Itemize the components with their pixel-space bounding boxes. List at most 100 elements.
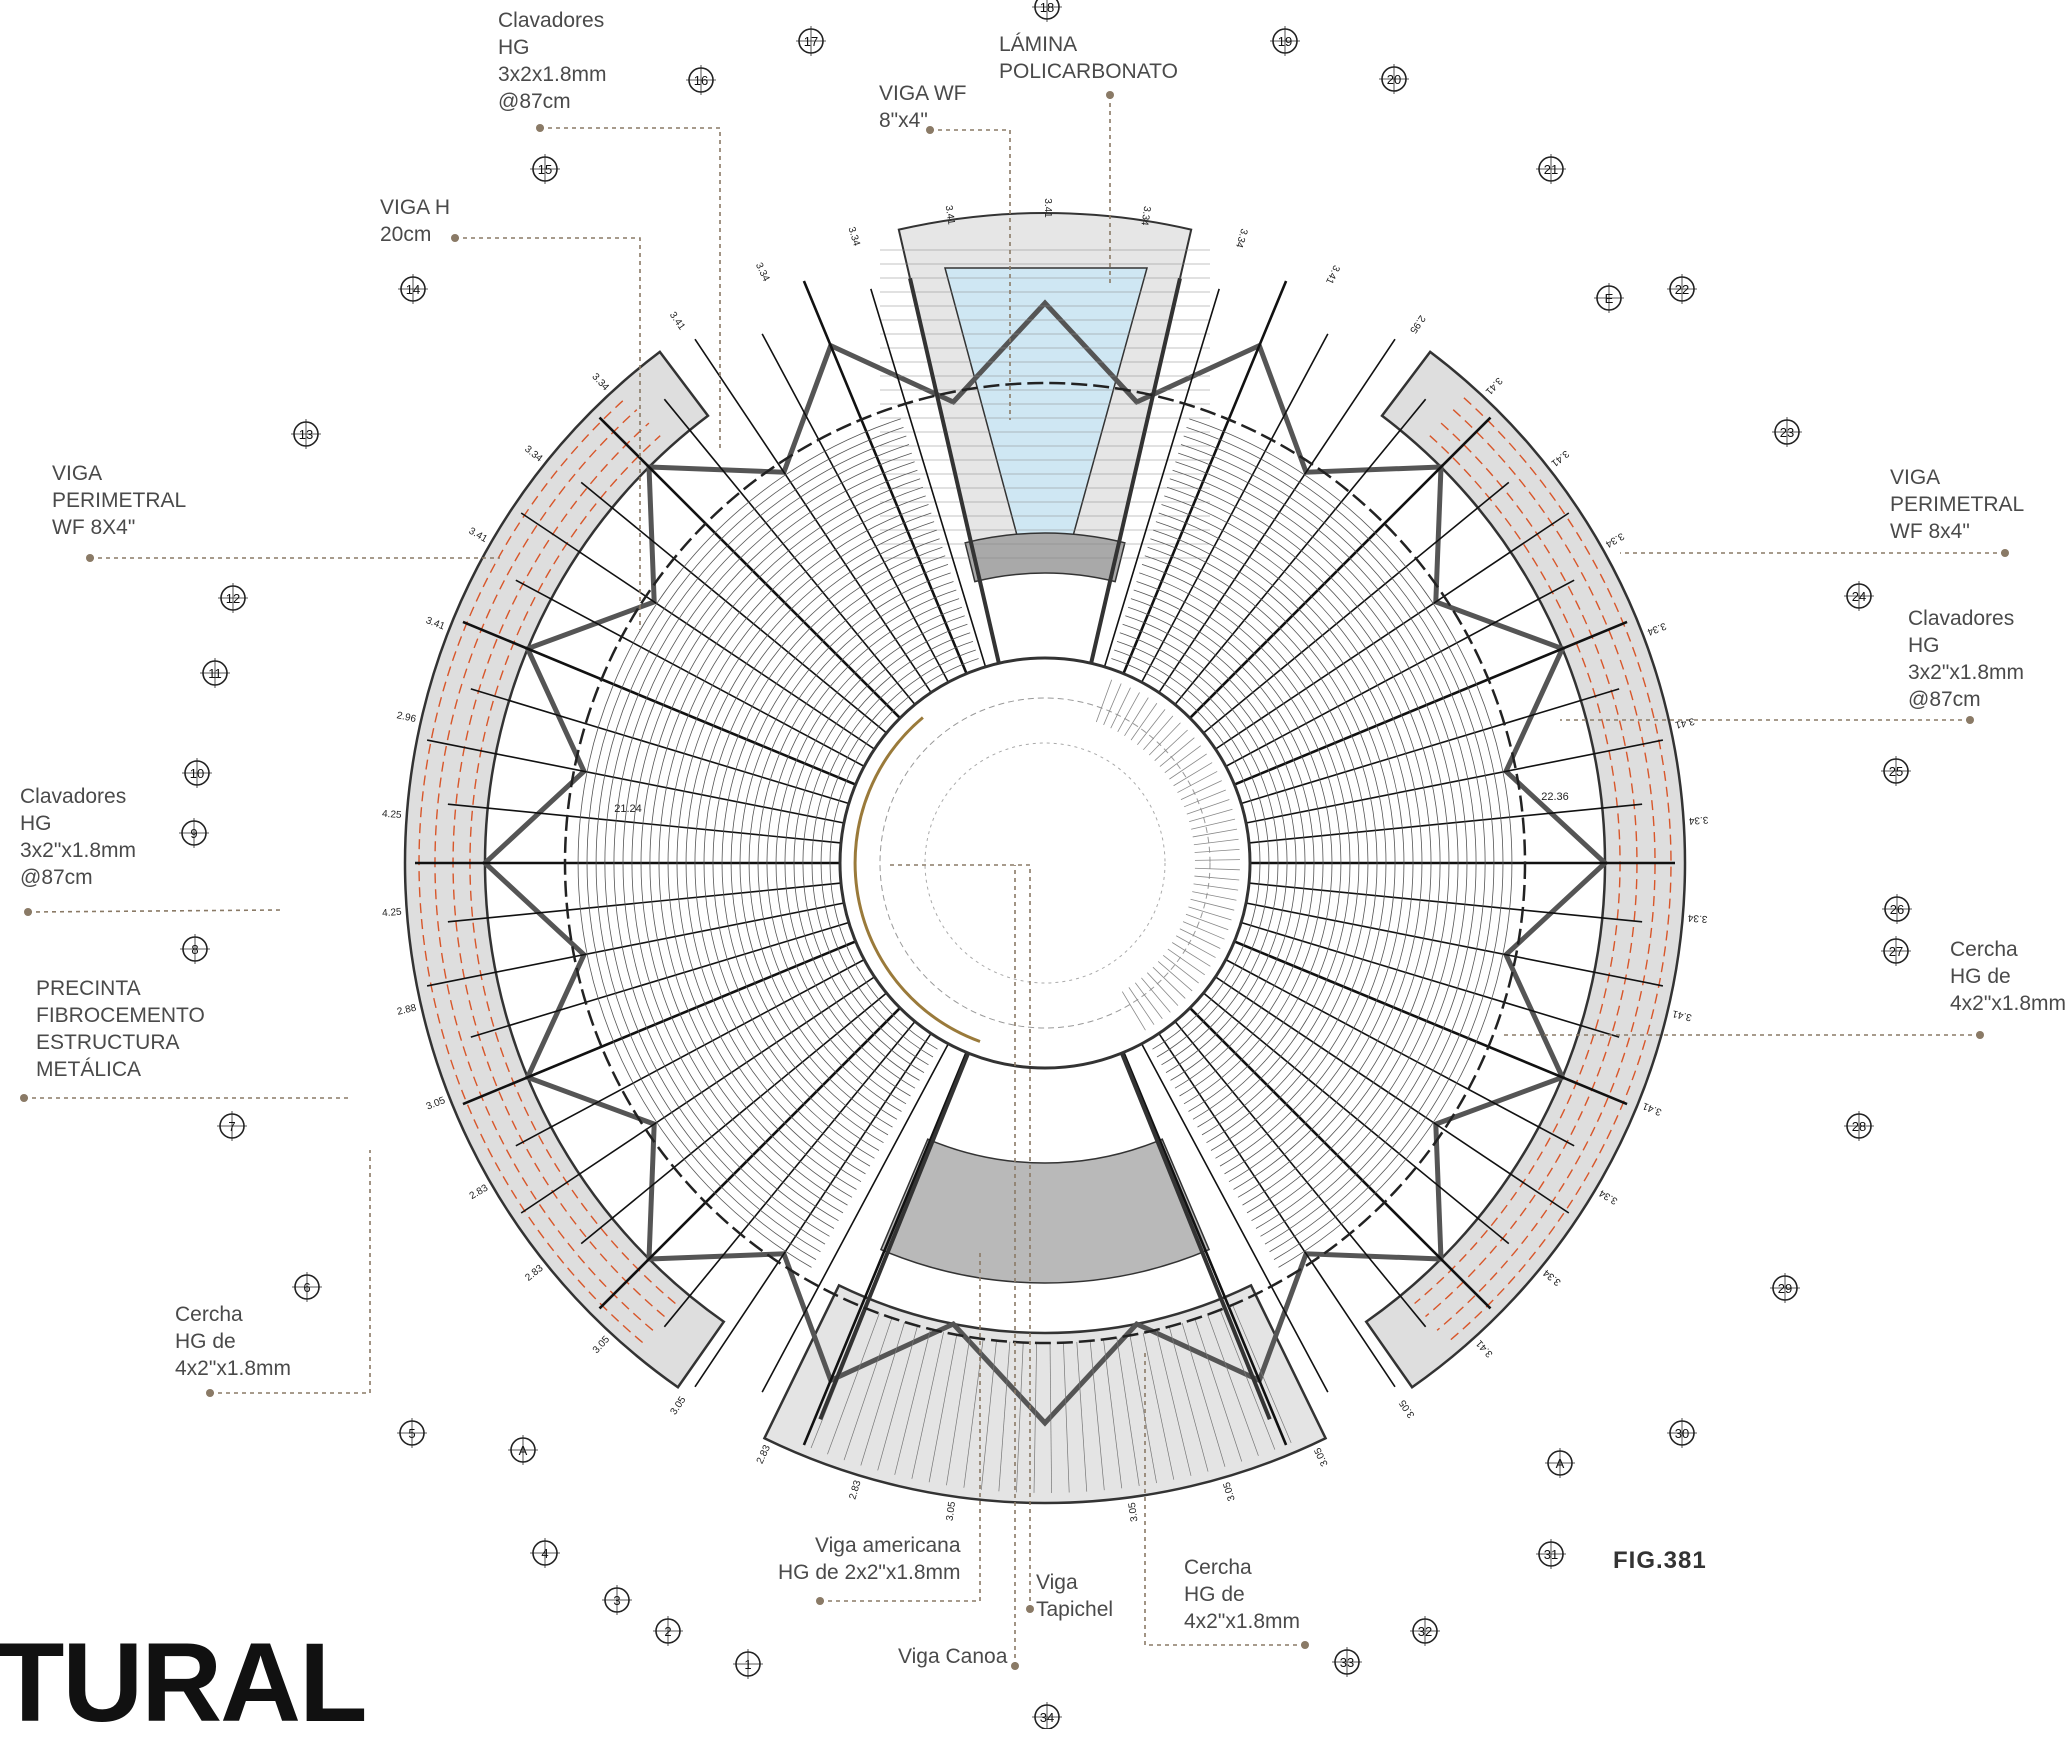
label-viga-americana: Viga americana HG de 2x2"x1.8mm — [778, 1534, 961, 1584]
dimension-label: 3.05 — [1222, 1480, 1238, 1502]
radial-beam — [1248, 882, 1643, 923]
segment-edge — [818, 1010, 987, 1421]
axis-label: 20 — [1387, 72, 1401, 87]
canopy-rib — [1207, 1314, 1259, 1456]
wing-purlin — [434, 409, 654, 1331]
radial-beam — [1174, 398, 1427, 706]
dimension-label: 3.34 — [1688, 814, 1709, 826]
grid-axis-17: 17 — [796, 26, 826, 56]
dimension-label: 3.05 — [425, 1095, 448, 1113]
purlin-left — [820, 649, 976, 1058]
grandstand-step — [1103, 683, 1122, 726]
grid-axis-27: 27 — [1881, 936, 1911, 966]
figure-number: FIG.381 — [1613, 1547, 1707, 1574]
axis-label: 7 — [228, 1119, 235, 1134]
label-viga-perimetral-left: VIGA PERIMETRAL WF 8X4" — [52, 462, 187, 539]
purlin-left — [811, 641, 974, 1066]
dimension-label: 2.96 — [396, 710, 418, 725]
purlin-left — [649, 486, 924, 1206]
grid-axis-25: 25 — [1881, 756, 1911, 786]
grid-axis-30: 30 — [1667, 1418, 1697, 1448]
axis-label: 5 — [408, 1426, 415, 1441]
label-cercha-bottom: Cercha HG de 4x2"x1.8mm — [1184, 1556, 1300, 1633]
leader-dot — [206, 1389, 214, 1397]
wing-purlin — [1425, 422, 1638, 1318]
grid-axis-24: 24 — [1844, 581, 1874, 611]
canopy-rib — [1168, 1326, 1209, 1472]
leader-line — [890, 864, 1031, 1609]
radial-beam — [462, 620, 857, 786]
purlin-right — [1136, 581, 1342, 1120]
grid-axis-4: 4 — [530, 1538, 560, 1568]
axis-label: 33 — [1340, 1655, 1354, 1670]
radial-beam — [1215, 512, 1570, 750]
radial-beam — [1248, 803, 1643, 844]
dimension-label: 3.34 — [1687, 912, 1708, 925]
leader-dot — [86, 554, 94, 562]
grandstand-step — [1179, 928, 1221, 949]
radial-beam — [1225, 958, 1575, 1147]
canopy-rib — [1049, 1342, 1052, 1493]
canopy-rib — [963, 1338, 984, 1488]
canopy-rib — [1181, 1322, 1226, 1467]
purlin-right — [1116, 641, 1279, 1066]
grid-axis-29: 29 — [1770, 1273, 1800, 1303]
leader-dot — [451, 234, 459, 242]
grid-axis-28: 28 — [1844, 1111, 1874, 1141]
dimension-label: 3.34 — [1645, 620, 1668, 637]
radial-beam — [515, 579, 865, 768]
purlin-right — [1130, 598, 1324, 1105]
axis-label: 31 — [1544, 1547, 1558, 1562]
purlin-right — [1155, 521, 1405, 1175]
purlin-right — [1189, 418, 1513, 1268]
courtyard-center — [924, 742, 1166, 984]
grid-axis-markers: 1234567891011121314151617181920212223242… — [179, 0, 1912, 1729]
wing-purlin — [1446, 397, 1672, 1344]
label-precinta: PRECINTA FIBROCEMENTO ESTRUCTURA METÁLIC… — [36, 977, 205, 1081]
grid-axis-31: 31 — [1536, 1539, 1566, 1569]
span-dimension: 21.24 — [614, 803, 642, 815]
purlin-right — [1141, 564, 1360, 1136]
grandstand-step — [1194, 867, 1240, 871]
wing-purlin — [452, 422, 665, 1318]
radial-beam — [694, 338, 932, 693]
dimension-label: 4.25 — [382, 809, 403, 821]
dimension-label: 3.41 — [1548, 448, 1570, 469]
leader-dot — [1966, 716, 1974, 724]
purlin-right — [1175, 461, 1468, 1229]
dimension-label: 3.05 — [591, 1334, 613, 1356]
dimension-label: 3.41 — [1323, 263, 1342, 286]
wing-purlin — [1414, 435, 1621, 1305]
skylight-base — [964, 532, 1126, 583]
radial-beam — [694, 1033, 932, 1388]
purlin-right — [1169, 478, 1450, 1214]
radial-beam — [1245, 902, 1664, 987]
grid-axis-10: 10 — [182, 758, 212, 788]
axis-label: 11 — [208, 666, 222, 681]
dimension-label: 3.41 — [1641, 1100, 1664, 1118]
radial-beam — [447, 803, 842, 844]
axis-label: 3 — [613, 1593, 620, 1608]
grid-axis-8: 8 — [180, 934, 210, 964]
purlin-left — [757, 589, 957, 1112]
wing-purlin — [1436, 409, 1656, 1331]
dimension-label: 3.41 — [467, 526, 490, 545]
grid-axis-A: A — [1545, 1448, 1575, 1478]
dimension-label: 3.41 — [1483, 375, 1505, 397]
page-title-fragment: TURAL — [0, 1620, 367, 1745]
dimension-label: 3.34 — [753, 261, 772, 284]
axis-label: 22 — [1675, 282, 1689, 297]
grandstand-step — [1169, 753, 1207, 780]
axis-label: 34 — [1040, 1710, 1054, 1725]
purlin-right — [1147, 546, 1378, 1151]
purlin-left — [775, 606, 963, 1097]
purlin-left — [739, 572, 951, 1128]
span-dimension: 22.36 — [1541, 791, 1569, 803]
courtyard-gold-edge — [853, 716, 981, 1043]
purlin-left — [793, 623, 968, 1081]
radial-beam — [515, 958, 865, 1147]
grid-axis-6: 6 — [292, 1272, 322, 1302]
axis-label: 14 — [406, 282, 420, 297]
outer-ring-structure — [403, 211, 1687, 1505]
axis-label: 23 — [1780, 425, 1794, 440]
